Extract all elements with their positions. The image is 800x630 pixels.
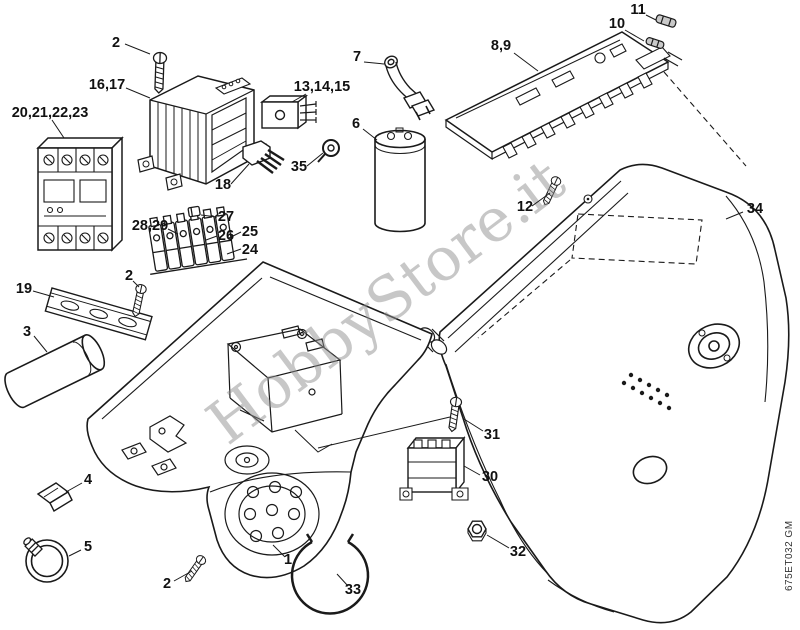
leader-lines [32, 14, 744, 587]
part-switch [399, 436, 469, 501]
housing-bracket [121, 415, 333, 476]
part-din-rail [44, 287, 153, 341]
label-screw-board: 12 [517, 199, 533, 215]
label-screw-mid: 2 [125, 268, 133, 284]
part-ring-terminal [317, 139, 340, 163]
label-fuse-large: 10 [609, 16, 625, 32]
label-hose-clamp: 5 [84, 539, 92, 555]
assembly-dashed-line [663, 71, 747, 167]
part-screw-switch [445, 396, 463, 433]
part-cover [418, 163, 790, 624]
housing-compartment [226, 325, 343, 433]
drawing-code: 675ET032 GM [784, 520, 795, 591]
label-switch: 30 [482, 469, 498, 485]
part-labels: 2 16,17 20,21,22,23 13,14,15 7 8,9 11 10… [12, 2, 763, 598]
part-connector [242, 140, 285, 174]
part-fuse-small [655, 14, 677, 28]
part-screw-mid [129, 283, 148, 318]
part-capacitor [374, 127, 426, 233]
label-jumper: 27 [218, 209, 234, 225]
label-clip: 4 [84, 472, 92, 488]
label-terminal-end: 25 [242, 224, 258, 240]
part-clip [36, 482, 73, 512]
label-transformer: 16,17 [89, 77, 125, 93]
label-connector: 18 [215, 177, 231, 193]
part-housing [86, 261, 451, 579]
cover-vent-holes [621, 372, 672, 411]
label-housing: 1 [284, 552, 292, 568]
part-hose-clamp [23, 537, 69, 583]
part-transformer [137, 75, 269, 191]
label-screw-switch: 31 [484, 427, 500, 443]
part-nut [467, 520, 487, 542]
part-screw-top [151, 51, 168, 94]
part-suppressor [4, 334, 106, 409]
part-circuit-board [444, 31, 683, 161]
label-din-rail: 19 [16, 281, 32, 297]
label-ring-terminal: 35 [291, 159, 307, 175]
label-circuit-board: 8,9 [491, 38, 511, 54]
housing-grip [224, 472, 320, 556]
part-fuse-large [645, 37, 665, 49]
part-jumper [187, 205, 201, 218]
part-wire-loop [290, 533, 370, 615]
label-contactor: 20,21,22,23 [12, 105, 89, 121]
cover-boss [687, 323, 741, 369]
label-fuse-small: 11 [630, 2, 645, 18]
label-cover: 34 [747, 201, 763, 217]
label-suppressor: 3 [23, 324, 31, 340]
label-terminal-blocks: 28,29 [132, 218, 168, 234]
label-terminal-base: 24 [242, 242, 258, 258]
label-rectifier: 13,14,15 [294, 79, 350, 95]
part-rectifier [259, 94, 317, 130]
label-nut: 32 [510, 544, 526, 560]
part-terminal-blocks [148, 206, 248, 275]
housing-recess [224, 445, 270, 475]
label-terminal-block: 26 [218, 228, 234, 244]
label-screw-top: 2 [112, 35, 120, 51]
label-screw-bottom: 2 [163, 576, 171, 592]
part-contactor [36, 136, 124, 252]
part-cable-assembly [384, 55, 436, 121]
label-wire-loop: 33 [345, 582, 361, 598]
part-screw-bottom [181, 553, 208, 585]
label-capacitor: 6 [352, 116, 360, 132]
label-cable-assembly: 7 [353, 49, 361, 65]
